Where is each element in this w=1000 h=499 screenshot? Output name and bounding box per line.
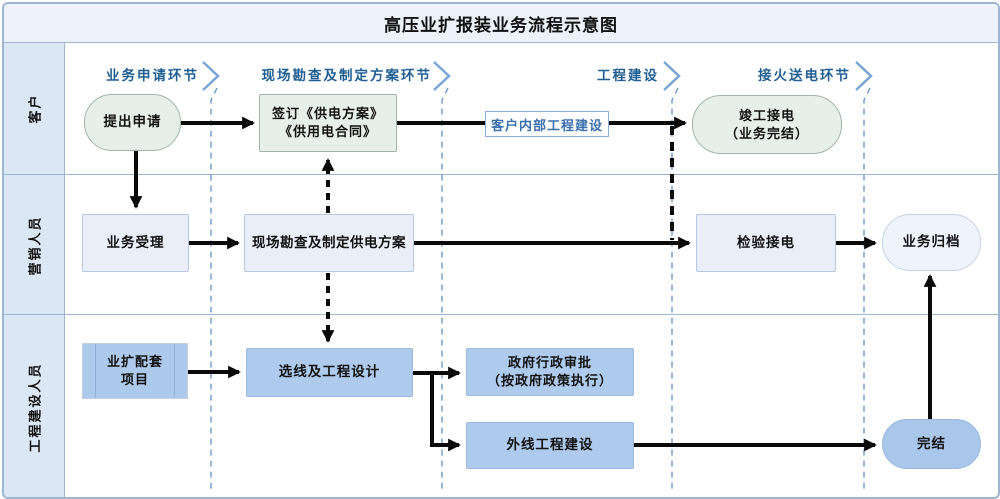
swimlane-label-column: 客户 营销人员 工程建设人员 xyxy=(4,43,65,497)
node-business-acceptance: 业务受理 xyxy=(82,214,189,272)
node-site-survey-supply-plan: 现场勘查及制定供电方案 xyxy=(244,214,414,272)
lane-label-marketing-staff: 营销人员 xyxy=(4,174,64,315)
chevron-right-icon xyxy=(433,61,451,91)
predefined-process-bar-right xyxy=(174,344,175,398)
node-completion-power-on: 竣工接电 （业务完结） xyxy=(692,95,842,154)
label-customer-internal-construction: 客户内部工程建设 xyxy=(485,111,609,137)
node-route-selection-design: 选线及工程设计 xyxy=(246,348,413,397)
node-finish: 完结 xyxy=(882,419,981,469)
phase-header-application: 业务申请环节 xyxy=(106,68,199,83)
node-business-archive: 业务归档 xyxy=(882,214,981,271)
lane-label-engineering-staff: 工程建设人员 xyxy=(4,314,64,497)
node-submit-application: 提出申请 xyxy=(84,94,181,151)
lane-divider-1 xyxy=(4,174,998,175)
node-outer-line-construction: 外线工程建设 xyxy=(466,422,634,469)
phase-separator-line xyxy=(863,87,871,493)
lane-divider-2 xyxy=(4,314,998,315)
phase-header-power-connection: 接火送电环节 xyxy=(758,68,851,83)
phase-separator-line xyxy=(671,87,679,493)
page-title: 高压业扩报装业务流程示意图 xyxy=(384,15,618,35)
predefined-process-bar-left xyxy=(95,344,96,398)
node-inspect-and-connect: 检验接电 xyxy=(696,214,836,272)
arrow-design-to-outerline xyxy=(413,371,461,452)
node-expansion-supporting-project: 业扩配套 项目 xyxy=(82,343,188,399)
title-band: 高压业扩报装业务流程示意图 xyxy=(4,4,998,43)
node-government-approval: 政府行政审批 （按政府政策执行） xyxy=(466,348,634,396)
chevron-right-icon xyxy=(855,61,873,91)
chevron-right-icon xyxy=(202,61,220,91)
phase-header-construction: 工程建设 xyxy=(597,68,659,83)
lane-label-customer: 客户 xyxy=(27,93,43,124)
phase-separator-line xyxy=(441,87,449,493)
phase-separator-line xyxy=(210,87,218,493)
phase-header-survey-plan: 现场勘查及制定方案环节 xyxy=(261,68,432,83)
node-sign-supply-plan-contract: 签订《供电方案》 《供用电合同》 xyxy=(259,94,397,152)
